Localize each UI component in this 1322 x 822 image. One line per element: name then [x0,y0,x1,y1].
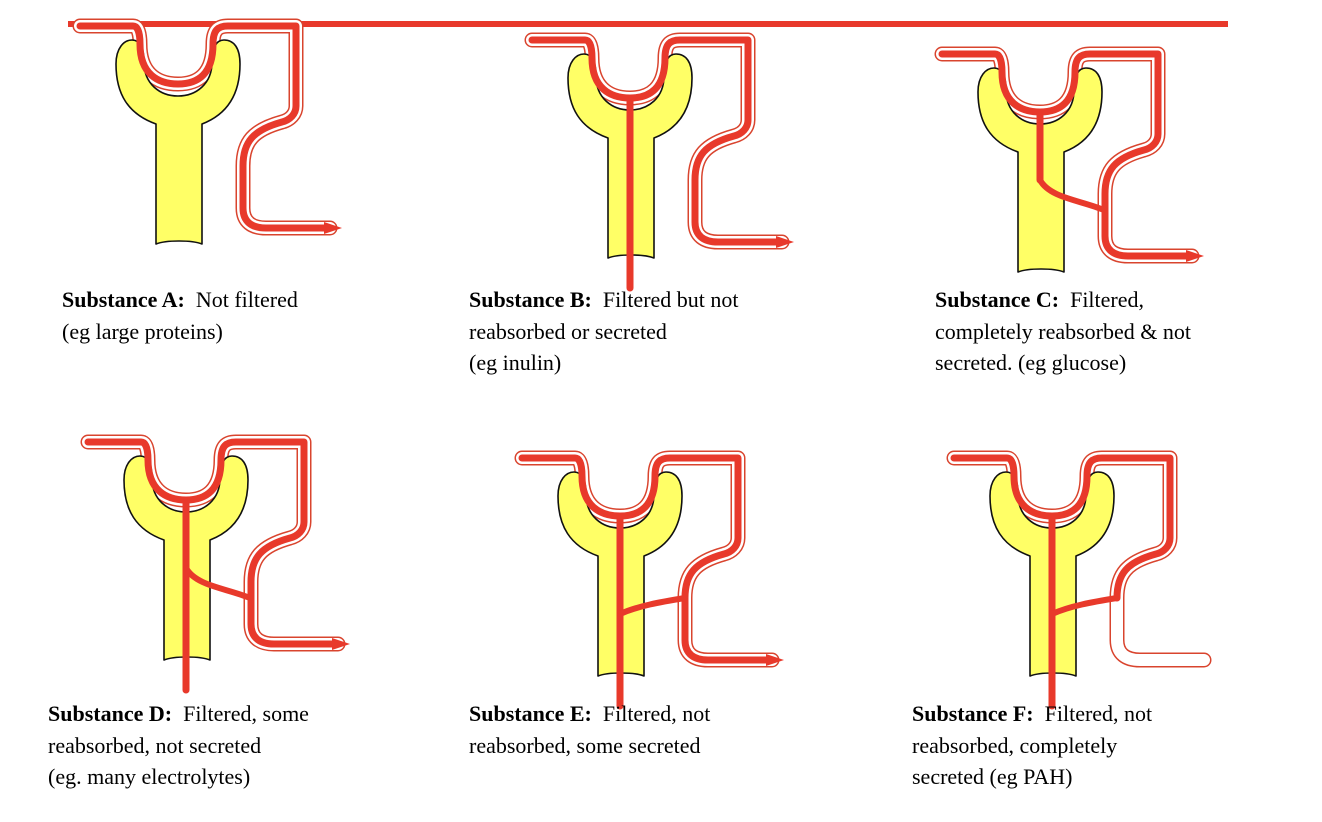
tubule [115,39,241,245]
secretion-branch [1049,595,1120,617]
caption-title: Substance F: [912,701,1034,726]
caption-line: reabsorbed, completely [912,732,1118,758]
caption-line: secreted (eg PAH) [912,764,1073,789]
caption-title: Substance E: [469,701,592,726]
caption-substance-d: Substance D: Filtered, some reabsorbed, … [48,698,309,793]
nephron-panel [934,46,1204,273]
caption-title: Substance A: [62,287,185,312]
capillary-blood [938,50,1196,260]
caption-title: Substance C: [935,287,1060,312]
outflow-arrow [324,222,342,234]
reabsorption-branch [1037,177,1107,213]
outflow-arrow [776,236,794,248]
outflow-arrow [1186,250,1204,262]
caption-title: Substance D: [48,701,173,726]
caption-line: (eg large proteins) [62,318,223,344]
caption-line: Not filtered [195,287,298,312]
caption-line: Filtered, not [1044,701,1153,726]
caption-substance-c: Substance C: Filtered, completely reabso… [935,284,1191,379]
caption-line: (eg. many electrolytes) [48,764,251,789]
outflow-arrow [332,638,350,650]
nephron-panel [80,434,350,694]
caption-line: Filtered, [1070,287,1145,312]
caption-line: (eg inulin) [469,350,562,375]
capillary-blood [528,36,786,246]
caption-substance-a: Substance A: Not filtered (eg large prot… [62,284,298,347]
caption-line: Filtered, not [602,701,711,726]
caption-substance-b: Substance B: Filtered but not reabsorbed… [469,284,739,379]
outflow-arrow [766,654,784,666]
caption-line: Filtered but not [602,287,739,312]
caption-line: reabsorbed, some secreted [469,732,701,758]
reabsorption-branch [183,565,253,601]
capillary-blood [950,454,1174,602]
nephron-panel [72,18,342,245]
caption-line: secreted. (eg glucose) [935,350,1127,375]
capillary-blood [76,22,334,232]
nephron-panel [514,450,784,710]
capillary-blood [84,438,342,648]
nephron-panel [946,450,1212,710]
secretion-branch [617,595,688,617]
caption-line: completely reabsorbed & not [935,318,1191,344]
caption-substance-e: Substance E: Filtered, not reabsorbed, s… [469,698,710,761]
caption-title: Substance B: [469,287,592,312]
caption-substance-f: Substance F: Filtered, not reabsorbed, c… [912,698,1152,793]
nephron-panel [524,32,794,292]
caption-line: Filtered, some [183,701,309,726]
caption-line: reabsorbed, not secreted [48,732,262,758]
caption-line: reabsorbed or secreted [469,318,667,344]
